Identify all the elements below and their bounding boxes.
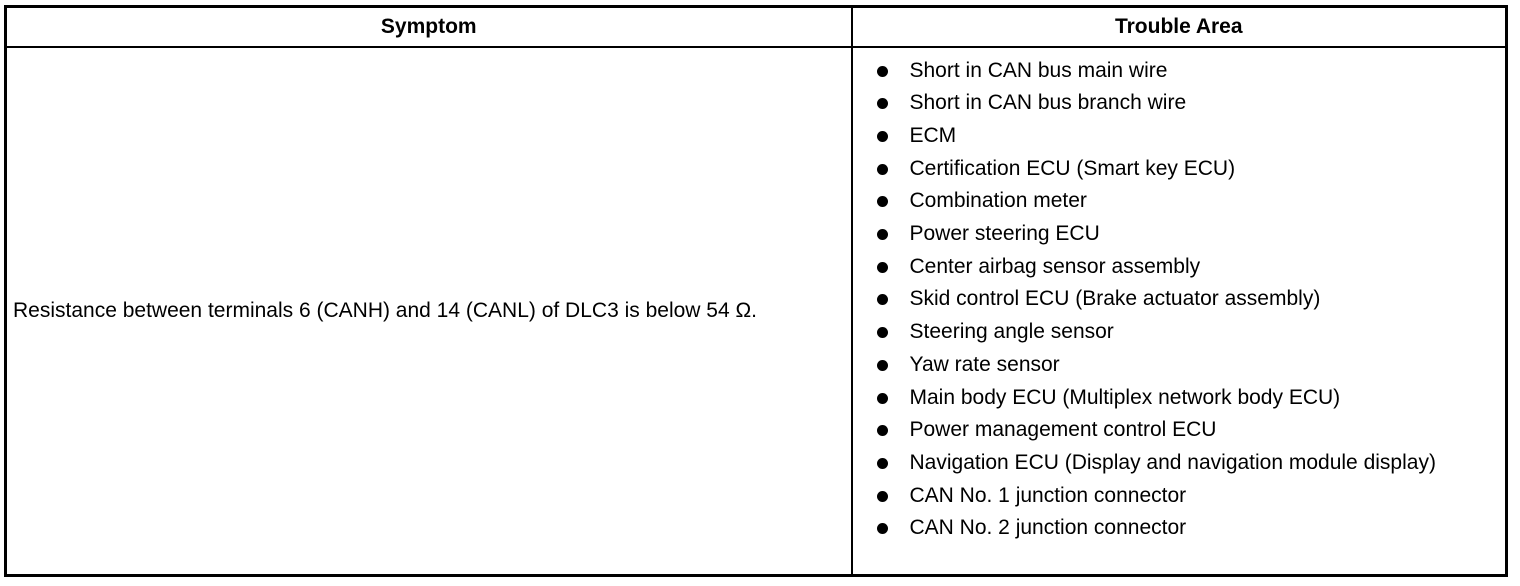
trouble-area-item-label: Skid control ECU (Brake actuator assembl… xyxy=(909,287,1321,311)
bullet-icon xyxy=(876,98,888,110)
trouble-area-item-label: Main body ECU (Multiplex network body EC… xyxy=(909,385,1341,409)
bullet-icon xyxy=(876,457,888,469)
bullet-icon xyxy=(876,523,888,535)
trouble-area-item: CAN No. 1 junction connector xyxy=(853,480,1496,513)
table-row: Resistance between terminals 6 (CANH) an… xyxy=(4,45,1508,577)
bullet-icon xyxy=(876,425,888,437)
trouble-area-item-label: Power steering ECU xyxy=(909,222,1100,246)
bullet-icon xyxy=(876,196,888,208)
symptom-text: Resistance between terminals 6 (CANH) an… xyxy=(13,299,758,323)
bullet-icon xyxy=(876,392,888,404)
trouble-area-item: Steering angle sensor xyxy=(853,316,1496,349)
header-row: Symptom Trouble Area xyxy=(4,5,1508,48)
bullet-icon xyxy=(876,261,888,273)
trouble-area-item: Certification ECU (Smart key ECU) xyxy=(853,153,1496,186)
trouble-area-item: Main body ECU (Multiplex network body EC… xyxy=(853,382,1496,415)
trouble-area-item: Power management control ECU xyxy=(853,414,1496,447)
trouble-area-item-label: Short in CAN bus main wire xyxy=(909,58,1168,82)
trouble-area-item-label: CAN No. 2 junction connector xyxy=(909,516,1187,540)
symptom-trouble-table: Symptom Trouble Area Resistance between … xyxy=(4,5,1508,577)
bullet-icon xyxy=(876,65,888,77)
trouble-area-item: Power steering ECU xyxy=(853,218,1496,251)
trouble-area-item-label: CAN No. 1 junction connector xyxy=(909,483,1187,507)
trouble-area-item-label: Yaw rate sensor xyxy=(909,352,1060,376)
trouble-area-item-label: Combination meter xyxy=(909,189,1087,213)
trouble-area-item: Yaw rate sensor xyxy=(853,349,1496,382)
bullet-icon xyxy=(876,490,888,502)
trouble-area-item: CAN No. 2 junction connector xyxy=(853,512,1496,545)
bullet-icon xyxy=(876,163,888,175)
trouble-area-item-label: Navigation ECU (Display and navigation m… xyxy=(909,450,1436,474)
trouble-area-item: Center airbag sensor assembly xyxy=(853,251,1496,284)
trouble-area-item: Combination meter xyxy=(853,185,1496,218)
bullet-icon xyxy=(876,229,888,241)
trouble-area-item: Short in CAN bus branch wire xyxy=(853,87,1496,120)
bullet-icon xyxy=(876,294,888,306)
trouble-area-item: Short in CAN bus main wire xyxy=(853,55,1496,88)
trouble-area-item-label: Steering angle sensor xyxy=(909,320,1114,344)
trouble-area-item: Skid control ECU (Brake actuator assembl… xyxy=(853,283,1496,316)
trouble-area-item: Navigation ECU (Display and navigation m… xyxy=(853,447,1496,480)
trouble-area-item-label: Certification ECU (Smart key ECU) xyxy=(909,156,1236,180)
bullet-icon xyxy=(876,130,888,142)
trouble-area-item-label: ECM xyxy=(909,123,957,147)
symptom-column-header: Symptom xyxy=(4,5,853,48)
bullet-icon xyxy=(876,359,888,371)
trouble-area-item-label: Short in CAN bus branch wire xyxy=(909,91,1187,115)
symptom-cell: Resistance between terminals 6 (CANH) an… xyxy=(4,45,853,577)
trouble-area-item-label: Center airbag sensor assembly xyxy=(909,254,1201,278)
trouble-area-item-label: Power management control ECU xyxy=(909,418,1217,442)
trouble-area-column-header: Trouble Area xyxy=(850,5,1508,48)
bullet-icon xyxy=(876,327,888,339)
trouble-area-item: ECM xyxy=(853,120,1496,153)
